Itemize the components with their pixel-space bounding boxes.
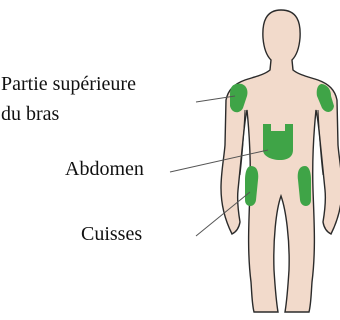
- human-body-silhouette: [221, 10, 340, 312]
- upper-arm-label-line1: Partie supérieure: [1, 72, 136, 96]
- abdomen-label: Abdomen: [65, 157, 144, 181]
- thighs-label: Cuisses: [81, 222, 142, 246]
- body-outline: [221, 10, 340, 312]
- upper-arm-label-line2: du bras: [1, 102, 59, 126]
